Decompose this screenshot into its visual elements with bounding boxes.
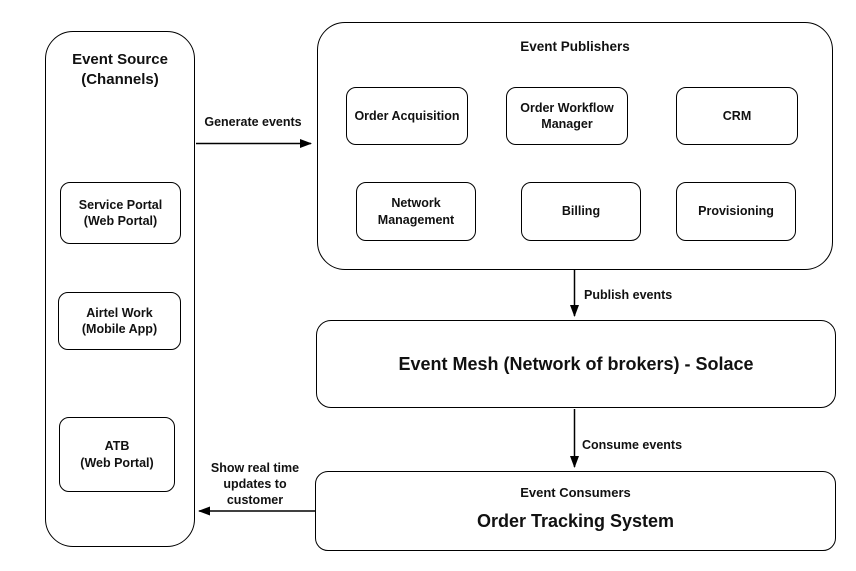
event-source-title: Event Source (Channels) bbox=[72, 51, 168, 89]
publisher-box-network-management: Network Management bbox=[356, 182, 476, 241]
channel-box-airtel-work: Airtel Work (Mobile App) bbox=[58, 292, 181, 350]
order-tracking-system-label: Order Tracking System bbox=[476, 511, 675, 531]
event-mesh-box: Event Mesh (Network of brokers) - Solace bbox=[316, 320, 836, 408]
event-consumers-box: Event Consumers Order Tracking System bbox=[315, 471, 836, 551]
event-publishers-title: Event Publishers bbox=[520, 39, 630, 54]
show-updates-label: Show real time updates to customer bbox=[210, 461, 300, 507]
publish-events-label: Publish events bbox=[584, 288, 673, 302]
publisher-box-crm: CRM bbox=[676, 87, 798, 145]
event-mesh-label: Event Mesh (Network of brokers) - Solace bbox=[398, 353, 754, 374]
consume-events-label: Consume events bbox=[582, 438, 683, 452]
publisher-box-billing: Billing bbox=[521, 182, 641, 241]
event-source-container: Event Source (Channels) Service Portal (… bbox=[45, 31, 195, 547]
publisher-box-order-acquisition: Order Acquisition bbox=[346, 87, 468, 145]
channel-box-service-portal: Service Portal (Web Portal) bbox=[60, 182, 181, 244]
generate-events-label: Generate events bbox=[204, 115, 302, 129]
event-publishers-container: Event Publishers Order Acquisition Order… bbox=[317, 22, 833, 270]
event-consumers-title: Event Consumers bbox=[520, 485, 631, 500]
publisher-box-order-workflow-manager: Order Workflow Manager bbox=[506, 87, 628, 145]
publisher-box-provisioning: Provisioning bbox=[676, 182, 796, 241]
channel-box-atb: ATB (Web Portal) bbox=[59, 417, 175, 492]
